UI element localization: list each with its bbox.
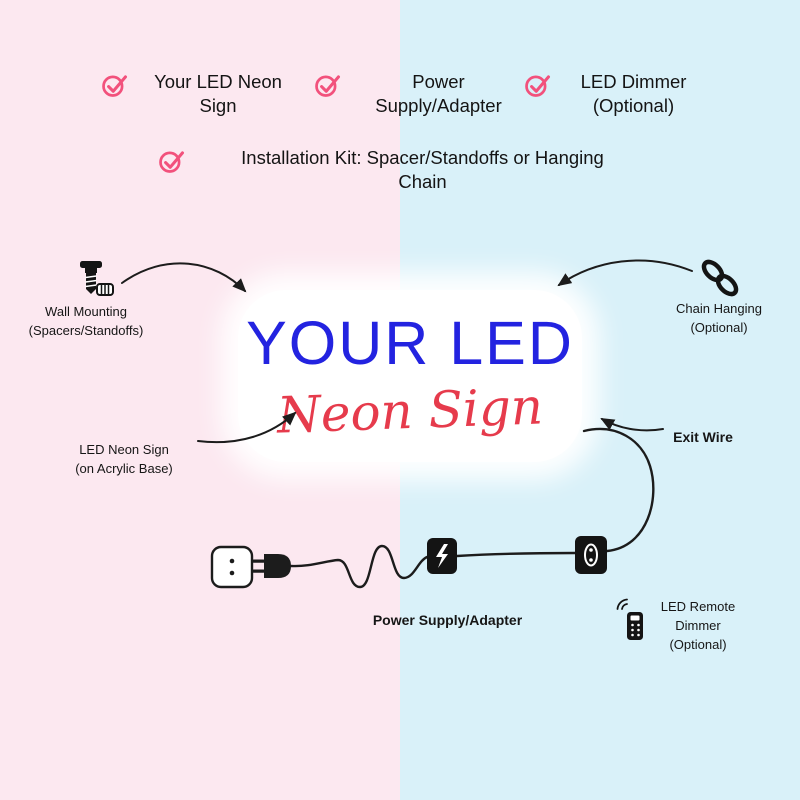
label-line: (Spacers/Standoffs) — [28, 322, 144, 338]
label-line: (on Acrylic Base) — [75, 460, 173, 476]
wall-mounting-arrow — [121, 262, 247, 293]
inline-dimmer-icon — [575, 536, 607, 574]
exit-wire-label: Exit Wire — [673, 429, 733, 445]
label-line: LED Neon Sign — [79, 442, 169, 457]
label-line: (Optional) — [690, 319, 748, 335]
power-supply-label: Power Supply/Adapter — [372, 612, 523, 628]
label-line: LED Remote — [660, 599, 736, 614]
label-line: (Optional) — [669, 636, 727, 652]
checklist-item-installation-kit: Installation Kit: Spacer/Standoffs or Ha… — [158, 146, 650, 194]
checklist-label-line: Your LED Neon — [154, 71, 282, 92]
power-adapter-icon — [427, 538, 457, 574]
check-icon — [159, 151, 184, 173]
sign-script-text: Neon Sign — [276, 377, 544, 445]
chain-hanging-arrow — [557, 259, 693, 287]
wall-mounting-label: Wall Mounting (Spacers/Standoffs) — [0, 303, 172, 341]
neon-sign-preview: YOUR LED Neon Sign — [238, 290, 582, 462]
remote-icon — [616, 598, 643, 640]
checklist-label-line: Power — [412, 71, 465, 92]
check-icon — [102, 75, 127, 97]
checklist-item-dimmer: LED Dimmer (Optional) — [524, 70, 706, 118]
checklist-label-line: LED Dimmer — [580, 71, 687, 92]
led-neon-sign-label: LED Neon Sign (on Acrylic Base) — [38, 441, 210, 479]
checklist-label: LED Dimmer (Optional) — [561, 70, 706, 118]
wall-outlet-icon — [210, 545, 254, 589]
checklist-label-line: Sign — [199, 95, 237, 117]
checklist-label-line: Installation Kit: Spacer/Standoffs or Ha… — [241, 147, 604, 168]
checklist-label: Installation Kit: Spacer/Standoffs or Ha… — [195, 146, 650, 194]
chain-icon — [701, 259, 739, 297]
screw-standoff-icon — [80, 261, 114, 296]
check-icon — [525, 75, 550, 97]
checklist-label: Power Supply/Adapter — [351, 70, 526, 118]
chain-hanging-label: Chain Hanging (Optional) — [633, 300, 800, 338]
label-line: Chain Hanging — [675, 301, 762, 316]
plug-icon — [252, 554, 291, 578]
label-line: Dimmer — [675, 617, 721, 633]
remote-dimmer-label: LED Remote Dimmer (Optional) — [650, 598, 746, 655]
check-icon — [315, 75, 340, 97]
checklist-label-line: (Optional) — [592, 95, 675, 117]
checklist-item-power-supply: Power Supply/Adapter — [314, 70, 526, 118]
checklist-label-line: Supply/Adapter — [375, 95, 502, 117]
checklist-label: Your LED Neon Sign — [138, 70, 298, 118]
label-line: Wall Mounting — [45, 304, 127, 319]
checklist-item-neon-sign: Your LED Neon Sign — [101, 70, 298, 118]
sign-title-text: YOUR LED — [246, 309, 574, 377]
checklist-label-line: Chain — [398, 171, 447, 193]
